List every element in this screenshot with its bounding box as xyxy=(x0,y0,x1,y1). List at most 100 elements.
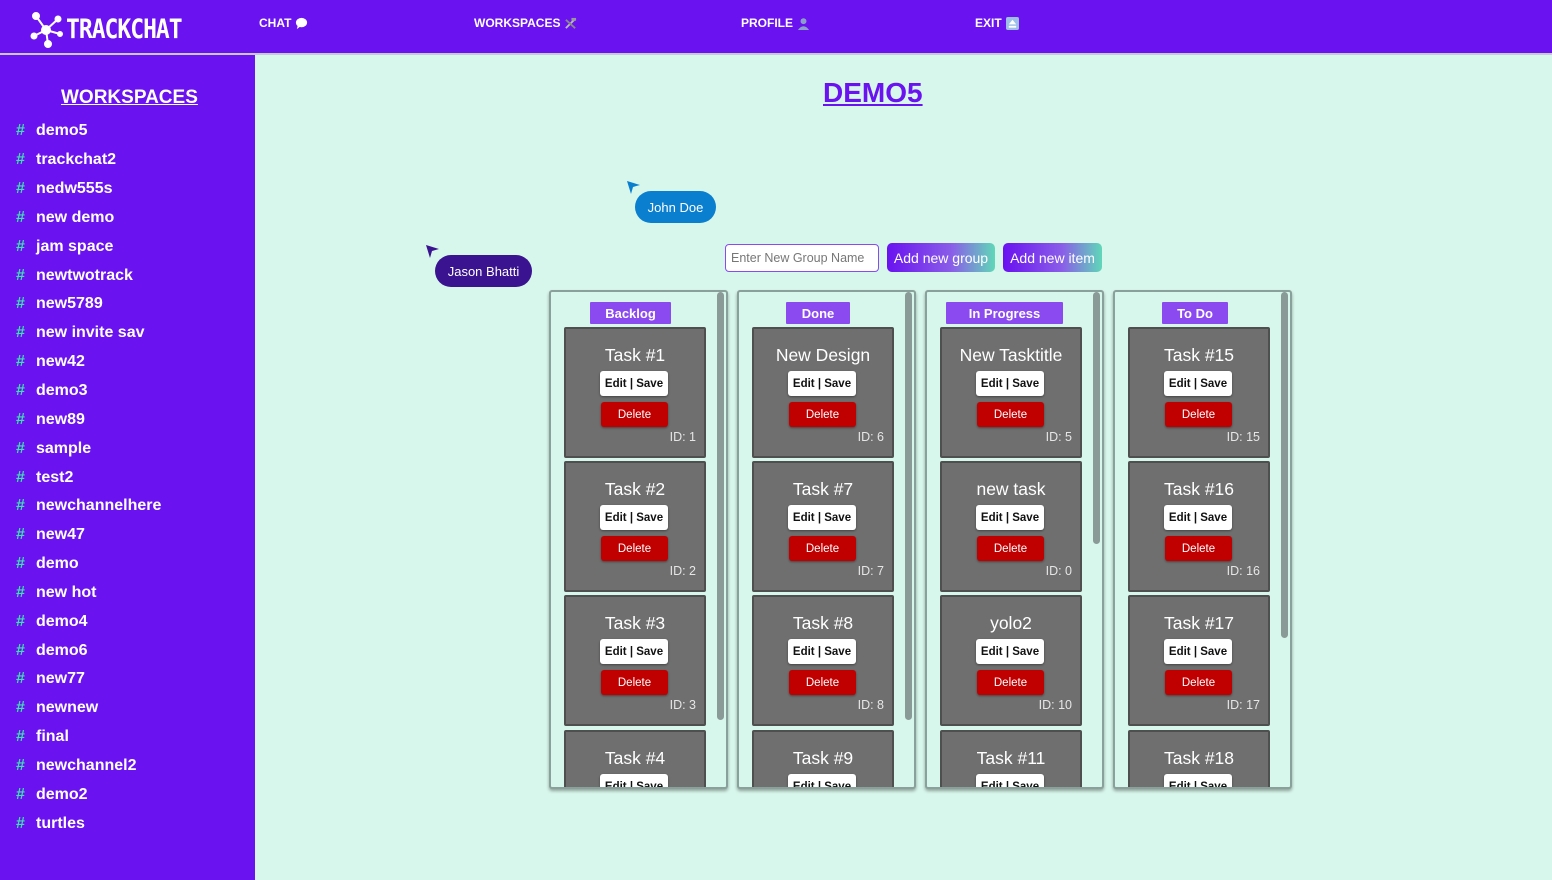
group-name-input[interactable] xyxy=(725,244,879,272)
nav-workspaces[interactable]: WORKSPACES xyxy=(474,16,577,30)
delete-button[interactable]: Delete xyxy=(1165,536,1232,561)
scrollbar-thumb[interactable] xyxy=(1281,292,1288,638)
sidebar-item-workspace[interactable]: #demo3 xyxy=(16,377,161,406)
nav-chat[interactable]: CHAT xyxy=(259,16,308,30)
hash-icon: # xyxy=(16,382,25,400)
column-title[interactable]: To Do xyxy=(1162,302,1228,324)
sidebar-item-workspace[interactable]: #demo xyxy=(16,550,161,579)
edit-save-button[interactable]: Edit | Save xyxy=(788,639,856,664)
delete-button[interactable]: Delete xyxy=(1165,670,1232,695)
delete-button[interactable]: Delete xyxy=(977,670,1044,695)
edit-save-button[interactable]: Edit | Save xyxy=(600,639,668,664)
page-title[interactable]: DEMO5 xyxy=(823,77,923,108)
edit-save-button[interactable]: Edit | Save xyxy=(600,371,668,396)
edit-save-button[interactable]: Edit | Save xyxy=(788,774,856,787)
edit-save-button[interactable]: Edit | Save xyxy=(976,371,1044,396)
edit-save-button[interactable]: Edit | Save xyxy=(1164,639,1232,664)
delete-button[interactable]: Delete xyxy=(601,536,668,561)
edit-save-button[interactable]: Edit | Save xyxy=(600,774,668,787)
sidebar-item-workspace[interactable]: #new demo xyxy=(16,204,161,233)
edit-save-button[interactable]: Edit | Save xyxy=(976,505,1044,530)
sidebar-item-workspace[interactable]: #nedw555s xyxy=(16,175,161,204)
logo[interactable]: TRACKCHAT xyxy=(28,10,183,50)
edit-save-button[interactable]: Edit | Save xyxy=(976,774,1044,787)
delete-button[interactable]: Delete xyxy=(789,670,856,695)
edit-save-button[interactable]: Edit | Save xyxy=(1164,371,1232,396)
sidebar-item-workspace[interactable]: #trackchat2 xyxy=(16,146,161,175)
add-group-button[interactable]: Add new group xyxy=(887,243,995,272)
sidebar-item-workspace[interactable]: #sample xyxy=(16,434,161,463)
delete-button[interactable]: Delete xyxy=(1165,402,1232,427)
scrollbar-thumb[interactable] xyxy=(905,292,912,720)
sidebar-item-workspace[interactable]: #turtles xyxy=(16,809,161,838)
sidebar-item-label: test2 xyxy=(36,468,74,486)
nav-exit[interactable]: EXIT xyxy=(975,16,1019,30)
delete-button[interactable]: Delete xyxy=(977,402,1044,427)
delete-button[interactable]: Delete xyxy=(789,402,856,427)
sidebar-title[interactable]: WORKSPACES xyxy=(61,87,198,108)
sidebar-item-workspace[interactable]: #new47 xyxy=(16,521,161,550)
sidebar-item-workspace[interactable]: #newnew xyxy=(16,694,161,723)
delete-button[interactable]: Delete xyxy=(789,536,856,561)
sidebar-item-workspace[interactable]: #new5789 xyxy=(16,290,161,319)
edit-save-button[interactable]: Edit | Save xyxy=(788,505,856,530)
edit-save-button[interactable]: Edit | Save xyxy=(600,505,668,530)
edit-save-button[interactable]: Edit | Save xyxy=(788,371,856,396)
sidebar-item-workspace[interactable]: #demo5 xyxy=(16,117,161,146)
sidebar-item-workspace[interactable]: #jam space xyxy=(16,232,161,261)
sidebar-item-workspace[interactable]: #newchannelhere xyxy=(16,492,161,521)
column-scrollbar[interactable] xyxy=(1093,292,1101,787)
sidebar-item-workspace[interactable]: #demo2 xyxy=(16,780,161,809)
sidebar-item-workspace[interactable]: #demo4 xyxy=(16,607,161,636)
sidebar-item-workspace[interactable]: #new invite sav xyxy=(16,319,161,348)
add-item-button[interactable]: Add new item xyxy=(1003,243,1102,272)
scrollbar-thumb[interactable] xyxy=(717,292,724,720)
sidebar-item-workspace[interactable]: #new77 xyxy=(16,665,161,694)
edit-save-button[interactable]: Edit | Save xyxy=(1164,774,1232,787)
sidebar-item-workspace[interactable]: #new42 xyxy=(16,348,161,377)
edit-save-button[interactable]: Edit | Save xyxy=(976,639,1044,664)
sidebar-item-workspace[interactable]: #demo6 xyxy=(16,636,161,665)
column-title[interactable]: Done xyxy=(786,302,850,324)
edit-save-button[interactable]: Edit | Save xyxy=(1164,505,1232,530)
scrollbar-thumb[interactable] xyxy=(1093,292,1100,544)
sidebar-item-label: newtwotrack xyxy=(36,266,133,284)
delete-button[interactable]: Delete xyxy=(601,670,668,695)
sidebar-item-workspace[interactable]: #new89 xyxy=(16,405,161,434)
nav-workspaces-label: WORKSPACES xyxy=(474,16,561,30)
column-title[interactable]: In Progress xyxy=(946,302,1063,324)
delete-button[interactable]: Delete xyxy=(601,402,668,427)
column-scrollbar[interactable] xyxy=(1281,292,1289,787)
sidebar-item-workspace[interactable]: #newtwotrack xyxy=(16,261,161,290)
sidebar-item-workspace[interactable]: #final xyxy=(16,723,161,752)
delete-button[interactable]: Delete xyxy=(977,536,1044,561)
card-title: new task xyxy=(976,479,1046,499)
nav-profile[interactable]: PROFILE xyxy=(741,16,810,30)
column-scrollbar[interactable] xyxy=(717,292,725,787)
sidebar-item-workspace[interactable]: #test2 xyxy=(16,463,161,492)
sidebar-item-workspace[interactable]: #new hot xyxy=(16,579,161,608)
sidebar-item-workspace[interactable]: #newchannel2 xyxy=(16,752,161,781)
column-scrollbar[interactable] xyxy=(905,292,913,787)
column-title[interactable]: Backlog xyxy=(590,302,671,324)
